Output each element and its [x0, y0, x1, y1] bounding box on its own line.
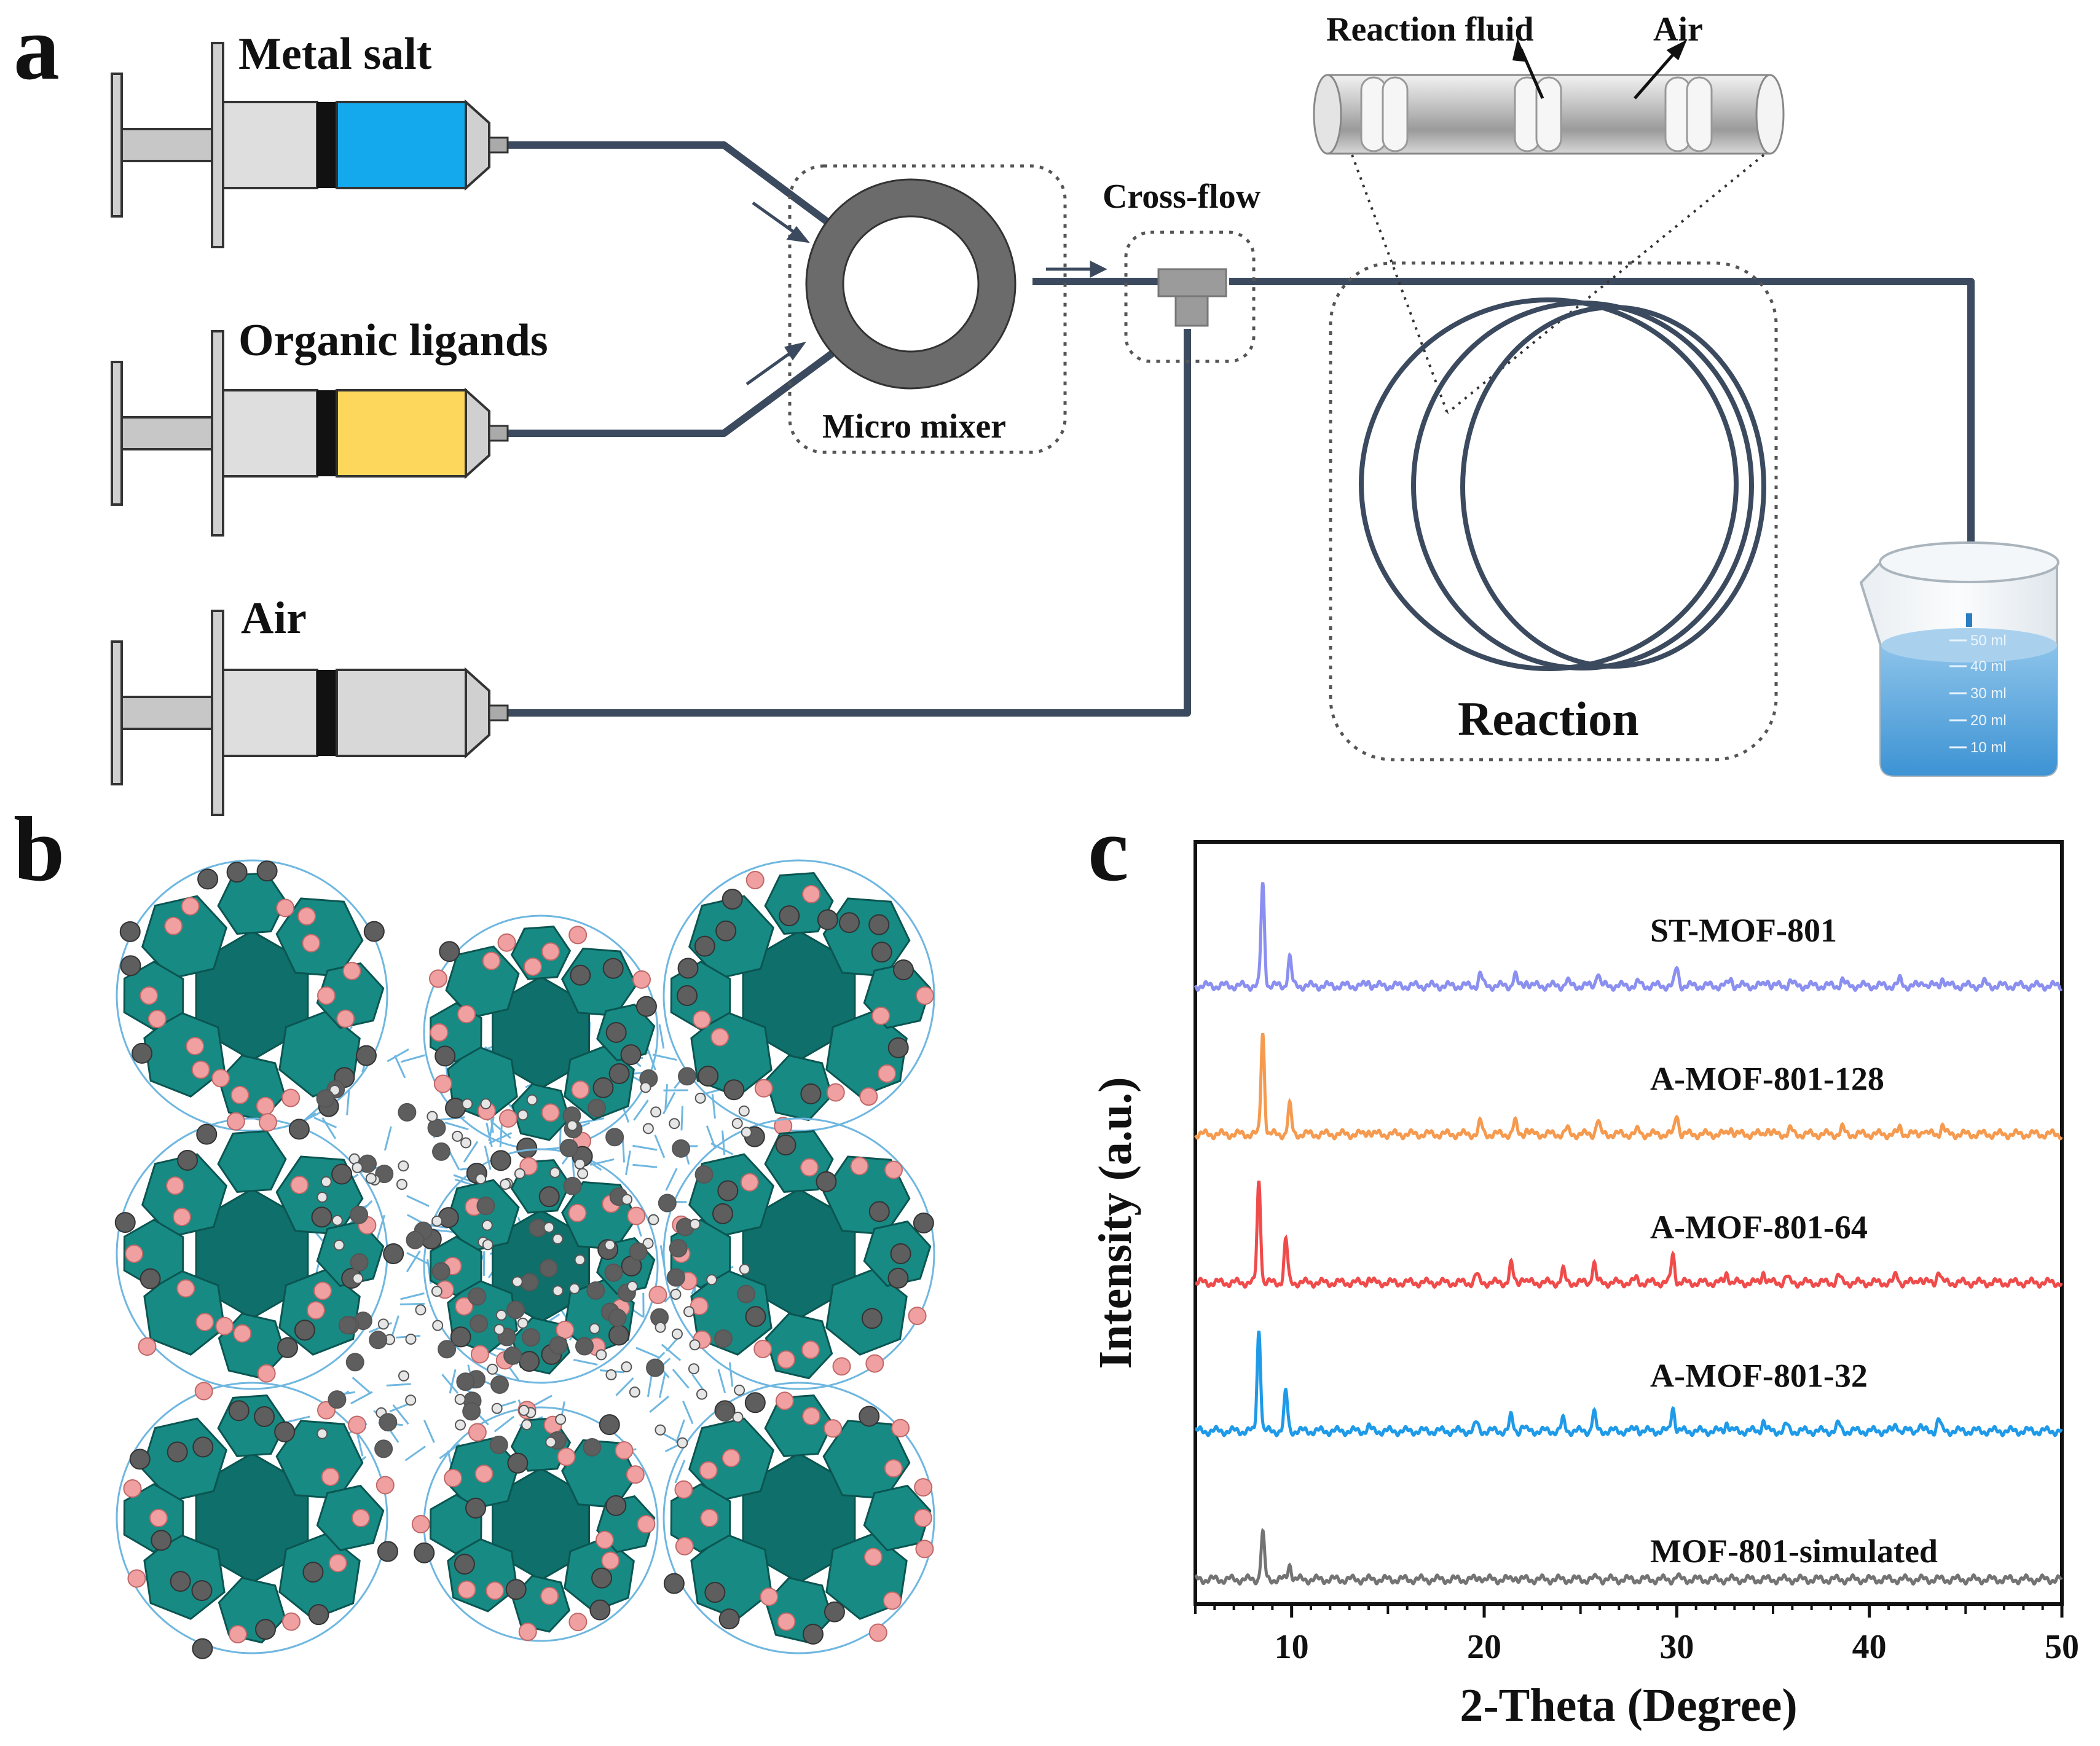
zr-cluster: [116, 1382, 398, 1659]
flow-arrows: [745, 201, 1107, 386]
series-label: MOF-801-simulated: [1650, 1533, 1938, 1570]
micro-mixer: [806, 179, 1015, 388]
label-air-syringe: Air: [241, 593, 307, 643]
plot-frame: [1194, 840, 2064, 1606]
series-line: [1195, 1331, 2063, 1437]
label-organic-ligands: Organic ligands: [238, 315, 548, 366]
x-tick-label: 10: [1275, 1628, 1309, 1666]
reaction-box: [1329, 261, 1778, 761]
series-label: A-MOF-801-128: [1650, 1061, 1884, 1098]
linker-atoms: [316, 1067, 756, 1458]
x-tick-label: 50: [2045, 1628, 2079, 1666]
mof-crystal-structure: [114, 859, 935, 1659]
x-axis: 10 20 30 40 50: [1194, 1604, 2079, 1666]
zr-cluster: [663, 1382, 935, 1654]
syringe-organic-ligands: [111, 330, 509, 537]
beaker-mark-30: 30 ml: [1970, 685, 2007, 702]
beaker: 50 ml 40 ml 30 ml 20 ml 10 ml: [1859, 541, 2059, 777]
cross-flow-connector: [1157, 268, 1227, 327]
x-tick-label: 30: [1659, 1628, 1694, 1666]
tube-pointers: [1512, 37, 1687, 100]
beaker-mark-10: 10 ml: [1970, 739, 2007, 756]
zr-cluster: [116, 859, 388, 1132]
label-reaction-fluid: Reaction fluid: [1326, 10, 1534, 49]
beaker-mark-40: 40 ml: [1970, 658, 2007, 675]
series-label: ST-MOF-801: [1650, 912, 1837, 949]
series-line: [1194, 1527, 2063, 1586]
label-metal-salt: Metal salt: [238, 29, 432, 79]
label-air-tube: Air: [1653, 10, 1703, 49]
panel-c-label: c: [1088, 798, 1129, 900]
zr-cluster: [663, 1117, 935, 1390]
beaker-mark-50: 50 ml: [1970, 632, 2007, 649]
xrd-chart: 10 20 30 40 50 ST-MOF-801A-MOF-801-128A-MOF-…: [1090, 840, 2079, 1731]
zr-cluster: [411, 1401, 659, 1642]
series-line: [1195, 1180, 2063, 1289]
syringe-metal-salt: [111, 42, 509, 248]
y-axis-title: Intensity (a.u.): [1090, 1077, 1141, 1369]
tubing: [508, 141, 1975, 717]
series-label: A-MOF-801-32: [1650, 1358, 1868, 1394]
label-cross-flow: Cross-flow: [1103, 178, 1261, 216]
label-reaction: Reaction: [1458, 692, 1639, 745]
beaker-mark-20: 20 ml: [1970, 712, 2007, 729]
zr-cluster: [423, 914, 659, 1159]
panel-a-label: a: [14, 0, 60, 99]
panel-b-label: b: [14, 798, 65, 900]
x-tick-label: 20: [1467, 1628, 1501, 1666]
reaction-coil: [1359, 297, 1766, 671]
zr-cluster: [663, 859, 935, 1136]
series-line: [1194, 1032, 2063, 1141]
zr-cluster: [114, 1112, 404, 1390]
series-group: ST-MOF-801A-MOF-801-128A-MOF-801-64A-MOF…: [1194, 882, 2063, 1586]
cross-flow-box: [1124, 230, 1256, 363]
tube-section: [1313, 74, 1785, 155]
syringe-air: [111, 610, 509, 816]
series-line: [1194, 882, 2063, 993]
label-micro-mixer: Micro mixer: [822, 407, 1006, 446]
series-label: A-MOF-801-64: [1650, 1209, 1868, 1246]
x-axis-title: 2-Theta (Degree): [1460, 1680, 1797, 1731]
tube-zoom-lines: [1351, 154, 1765, 414]
x-tick-label: 40: [1852, 1628, 1887, 1666]
